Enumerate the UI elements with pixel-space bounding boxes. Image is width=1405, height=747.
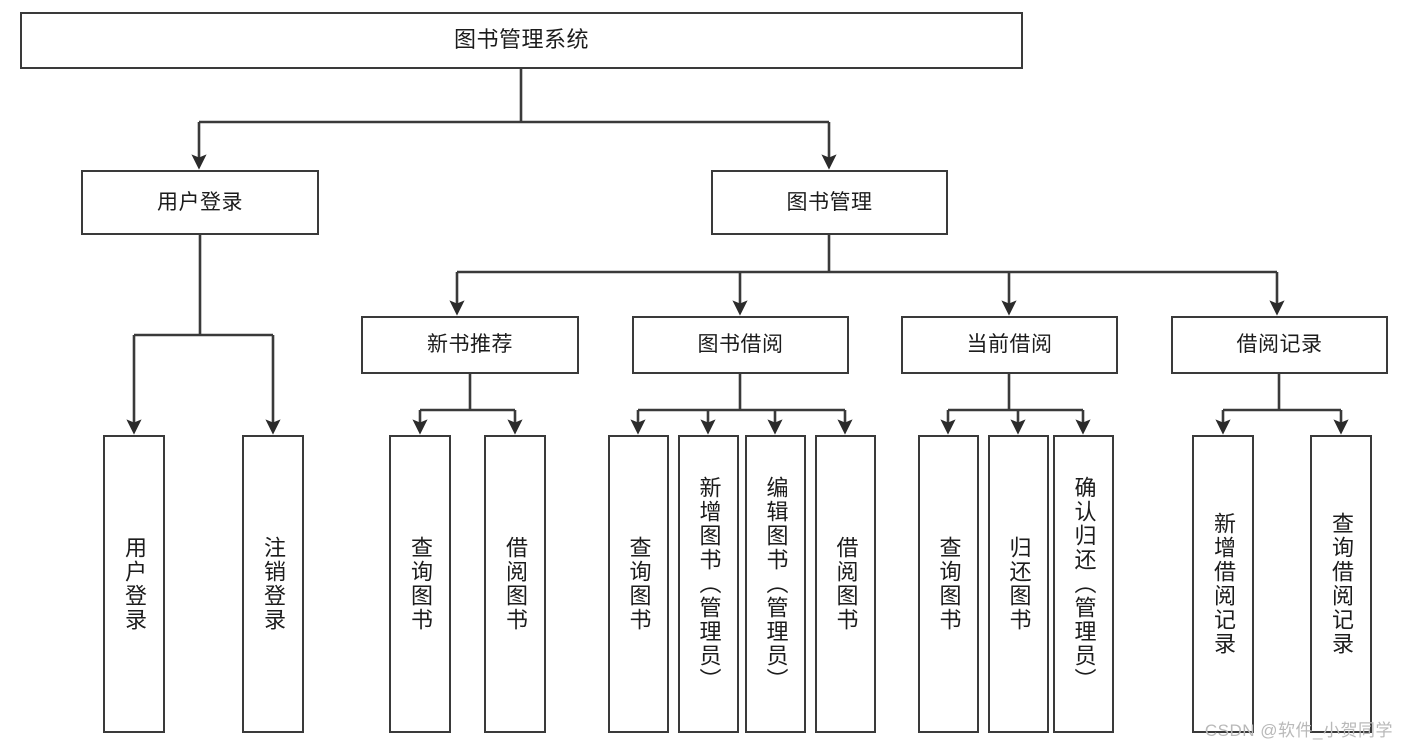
- node-current-borrow[interactable]: 当前借阅: [901, 316, 1118, 374]
- node-new-book-recommend-label: 新书推荐: [427, 333, 513, 357]
- leaf-add-book-admin[interactable]: 新增图书（管理员）: [678, 435, 739, 733]
- leaf-borrow-book-new[interactable]: 借阅图书: [484, 435, 546, 733]
- leaf-edit-book-admin-label: 编辑图书（管理员）: [763, 476, 789, 692]
- leaf-return-book-label: 归还图书: [1006, 536, 1032, 632]
- leaf-query-book-label: 查询图书: [626, 536, 652, 632]
- node-book-management-label: 图书管理: [786, 190, 873, 214]
- leaf-borrow-book-label: 借阅图书: [833, 536, 859, 632]
- leaf-borrow-book-new-label: 借阅图书: [502, 536, 528, 632]
- leaf-logout[interactable]: 注销登录: [242, 435, 304, 733]
- node-root[interactable]: 图书管理系统: [20, 12, 1023, 69]
- node-root-label: 图书管理系统: [453, 27, 589, 53]
- node-user-login[interactable]: 用户登录: [81, 170, 319, 235]
- leaf-add-borrow-record-label: 新增借阅记录: [1210, 512, 1236, 656]
- leaf-add-borrow-record[interactable]: 新增借阅记录: [1192, 435, 1254, 733]
- watermark: CSDN @软件_小贺同学: [1204, 721, 1393, 740]
- node-book-borrow-label: 图书借阅: [697, 333, 784, 357]
- node-borrow-record[interactable]: 借阅记录: [1171, 316, 1388, 374]
- leaf-return-book[interactable]: 归还图书: [988, 435, 1049, 733]
- node-book-borrow[interactable]: 图书借阅: [632, 316, 849, 374]
- leaf-logout-label: 注销登录: [260, 536, 286, 632]
- leaf-edit-book-admin[interactable]: 编辑图书（管理员）: [745, 435, 806, 733]
- leaf-query-book[interactable]: 查询图书: [608, 435, 669, 733]
- leaf-add-book-admin-label: 新增图书（管理员）: [696, 476, 722, 692]
- leaf-query-book-new-label: 查询图书: [407, 536, 433, 632]
- leaf-query-book-new[interactable]: 查询图书: [389, 435, 451, 733]
- leaf-query-book-current-label: 查询图书: [936, 536, 962, 632]
- leaf-query-book-current[interactable]: 查询图书: [918, 435, 979, 733]
- leaf-confirm-return-admin-label: 确认归还（管理员）: [1071, 476, 1097, 692]
- node-borrow-record-label: 借阅记录: [1236, 333, 1323, 357]
- leaf-borrow-book[interactable]: 借阅图书: [815, 435, 876, 733]
- leaf-user-login[interactable]: 用户登录: [103, 435, 165, 733]
- node-book-management[interactable]: 图书管理: [711, 170, 948, 235]
- leaf-confirm-return-admin[interactable]: 确认归还（管理员）: [1053, 435, 1114, 733]
- leaf-query-borrow-record-label: 查询借阅记录: [1328, 512, 1354, 656]
- node-user-login-label: 用户登录: [157, 190, 243, 214]
- node-current-borrow-label: 当前借阅: [966, 333, 1053, 357]
- node-new-book-recommend[interactable]: 新书推荐: [361, 316, 579, 374]
- leaf-query-borrow-record[interactable]: 查询借阅记录: [1310, 435, 1372, 733]
- leaf-user-login-label: 用户登录: [121, 536, 147, 632]
